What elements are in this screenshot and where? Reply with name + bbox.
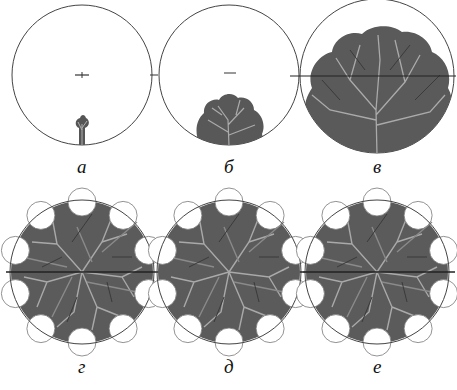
panel-label: г [78, 357, 85, 378]
panel-label: д [224, 357, 234, 378]
panel-label: а [77, 157, 87, 178]
panel-label: в [373, 157, 381, 178]
panel-label: е [373, 357, 381, 378]
panel-label: б [224, 157, 234, 178]
